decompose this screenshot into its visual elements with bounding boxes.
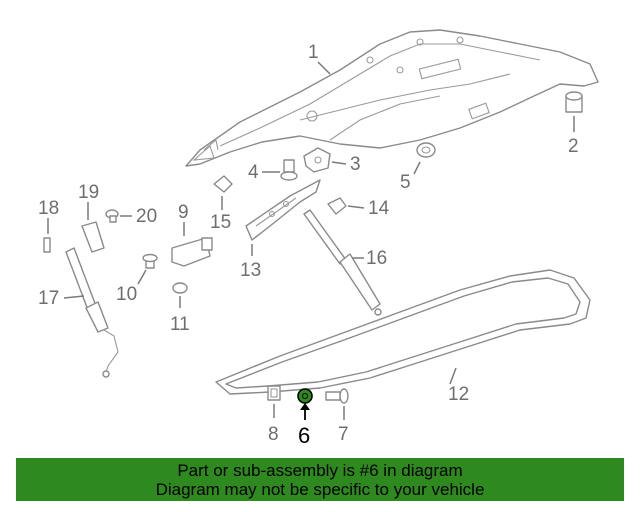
callout-20: 20 [136, 206, 157, 227]
callout-6: 6 [298, 423, 310, 448]
part-7-bolt[interactable] [325, 388, 349, 404]
part-18-pin[interactable] [43, 237, 51, 253]
callout-15: 15 [210, 212, 231, 233]
arrow-14 [347, 205, 365, 209]
callout-18: 18 [38, 198, 59, 219]
part-19-bracket[interactable] [81, 221, 105, 253]
part-8-clip[interactable] [267, 385, 281, 401]
part-16-lift-strut[interactable] [303, 209, 382, 316]
part-14-clip[interactable] [327, 197, 347, 215]
arrow-10 [137, 269, 147, 285]
banner-line-1: Part or sub-assembly is #6 in diagram [177, 461, 463, 480]
part-10-bolt[interactable] [142, 253, 158, 269]
callout-10: 10 [116, 284, 137, 305]
arrow-5 [413, 161, 421, 175]
arrow-3 [331, 161, 347, 165]
arrowhead-6 [300, 403, 310, 410]
part-17-strut[interactable] [65, 247, 119, 378]
part-13-hinge[interactable] [245, 179, 321, 241]
callout-1: 1 [308, 42, 319, 63]
callout-5: 5 [400, 172, 411, 193]
callout-2: 2 [568, 136, 579, 157]
callout-9: 9 [178, 202, 189, 223]
arrow-17 [63, 295, 85, 299]
part-11-nut[interactable] [172, 282, 188, 294]
callout-4: 4 [248, 162, 259, 183]
part-6-grommet[interactable] [297, 388, 313, 404]
part-9-actuator[interactable] [171, 237, 213, 267]
arrow-1 [317, 61, 331, 75]
part-5-grommet[interactable] [416, 142, 436, 158]
part-3-bracket[interactable] [303, 147, 331, 173]
parts-diagram: 1 2 3 4 5 15 13 14 [38, 29, 599, 448]
part-1-decklid[interactable] [185, 29, 599, 167]
callout-14: 14 [368, 198, 390, 219]
callout-17: 17 [38, 288, 59, 309]
part-15-clip[interactable] [213, 175, 233, 193]
callout-19: 19 [78, 182, 99, 203]
banner-line-2: Diagram may not be specific to your vehi… [155, 480, 485, 499]
arrow-12 [449, 367, 457, 385]
callout-11: 11 [170, 314, 190, 335]
part-4-bolt[interactable] [280, 159, 298, 181]
part-20-screw[interactable] [105, 209, 119, 223]
callout-16: 16 [366, 248, 387, 269]
part-2-bumper[interactable] [565, 91, 583, 113]
info-banner: Part or sub-assembly is #6 in diagram Di… [16, 458, 624, 501]
callout-13: 13 [240, 260, 261, 281]
callout-12: 12 [448, 384, 469, 405]
callout-7: 7 [338, 424, 349, 445]
callout-8: 8 [268, 424, 279, 445]
callout-3: 3 [350, 154, 361, 175]
part-12-weatherstrip[interactable] [215, 269, 591, 395]
